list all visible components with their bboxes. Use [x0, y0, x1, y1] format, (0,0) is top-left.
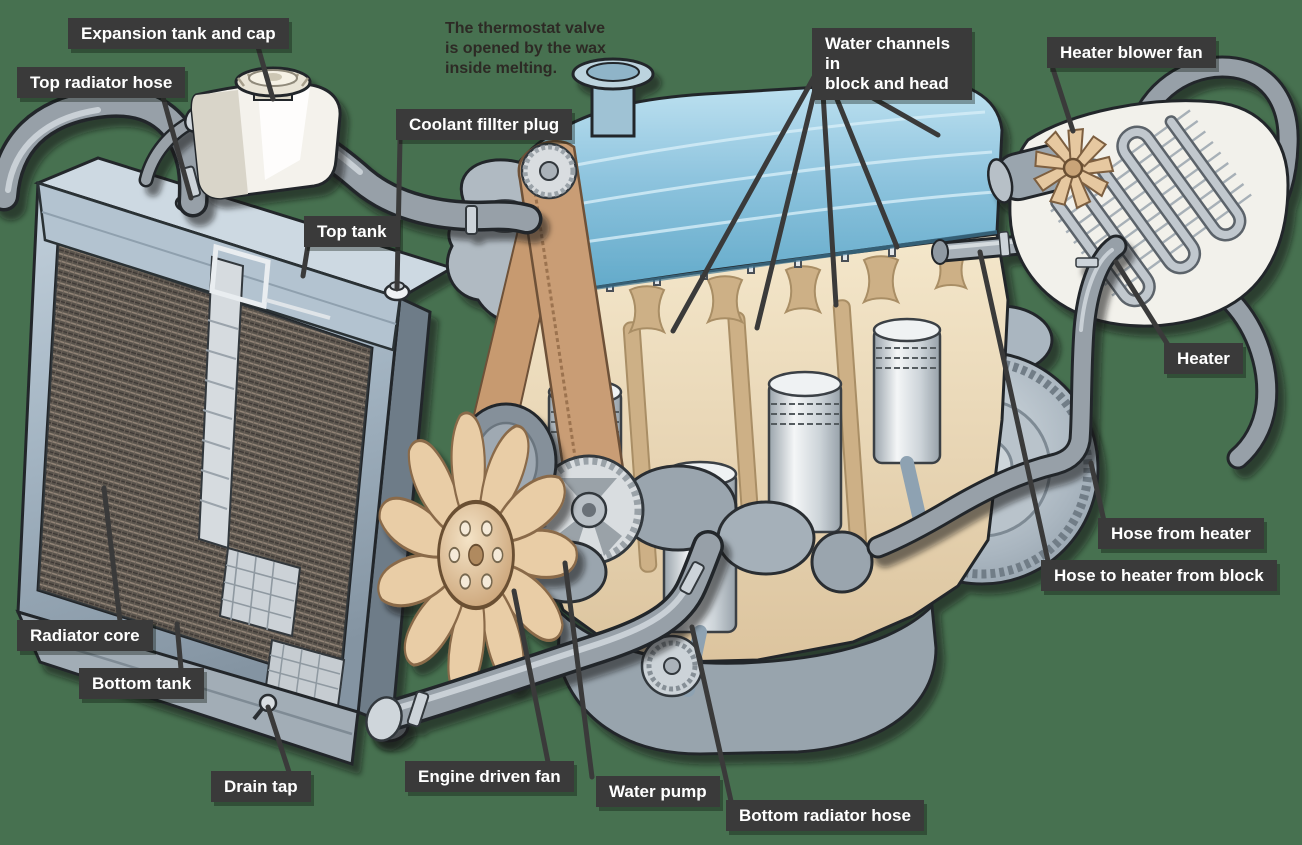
label-engine-driven-fan: Engine driven fan: [405, 761, 574, 792]
heater-outlet-stub: [1223, 293, 1276, 467]
leader-bottom-tank: [174, 621, 184, 672]
thermostat-note-line: inside melting.: [445, 60, 558, 77]
heater: [987, 55, 1300, 470]
leader-radiator-core: [101, 485, 123, 624]
heater-blower-fan: [1030, 125, 1115, 210]
label-heater-blower-fan: Heater blower fan: [1047, 37, 1216, 68]
engine-driven-fan: [373, 402, 578, 702]
camshaft-gear: [520, 142, 578, 200]
heater-blower: [987, 125, 1115, 210]
leader-heater-blower-fan: [1050, 66, 1076, 134]
coolant-filler-plug: [383, 281, 411, 302]
thermostat-note: The thermostat valve is opened by the wa…: [445, 19, 625, 79]
leader-hose-from-heater: [1088, 460, 1107, 524]
piston: [872, 317, 942, 465]
label-hose-from-heater: Hose from heater: [1098, 518, 1264, 549]
leader-top-tank: [300, 242, 311, 279]
label-bottom-tank: Bottom tank: [79, 668, 205, 699]
label-top-radiator-hose: Top radiator hose: [17, 67, 186, 98]
leader-coolant-filler-plug: [394, 137, 403, 292]
leader-water-channels: [670, 74, 941, 334]
expansion-tank: [138, 66, 342, 200]
label-water-pump: Water pump: [596, 776, 720, 807]
thermostat-note-line: is opened by the wax: [445, 40, 606, 57]
leader-expansion-tank: [255, 44, 276, 102]
label-top-tank: Top tank: [304, 216, 400, 247]
label-expansion-tank-and-cap: Expansion tank and cap: [68, 18, 289, 49]
label-water-channels: Water channels in block and head: [812, 28, 972, 100]
fan-blades: [373, 409, 578, 702]
heater-matrix: [1050, 109, 1252, 308]
hose-from-heater: [866, 234, 1128, 559]
hose-end-fitting: [365, 696, 403, 742]
radiator-cutaway: [197, 255, 346, 708]
fan-hub-bolts: [448, 520, 504, 590]
leader-heater: [1113, 259, 1171, 348]
label-drain-tap: Drain tap: [211, 771, 311, 802]
leader-top-radiator-hose: [160, 94, 194, 201]
leader-lines: [101, 44, 1171, 804]
thermostat-note-line: The thermostat valve: [445, 20, 606, 37]
label-heater: Heater: [1164, 343, 1243, 374]
oil-filler-neck: [571, 57, 655, 138]
overflow-bracket: [209, 243, 271, 310]
label-bottom-radiator-hose: Bottom radiator hose: [726, 800, 924, 831]
label-radiator-core: Radiator core: [17, 620, 153, 651]
label-water-channels-line2: block and head: [825, 74, 949, 93]
leader-hose-to-heater-from-block: [977, 249, 1051, 564]
label-coolant-filler-plug: Coolant fillter plug: [396, 109, 573, 140]
label-hose-to-heater-from-block: Hose to heater from block: [1041, 560, 1277, 591]
leader-drain-tap: [265, 704, 292, 775]
leader-engine-driven-fan: [511, 588, 551, 765]
piston: [767, 370, 843, 534]
leader-water-pump: [562, 560, 595, 780]
label-water-channels-line1: Water channels in: [825, 34, 951, 73]
leader-bottom-radiator-hose: [689, 624, 734, 804]
